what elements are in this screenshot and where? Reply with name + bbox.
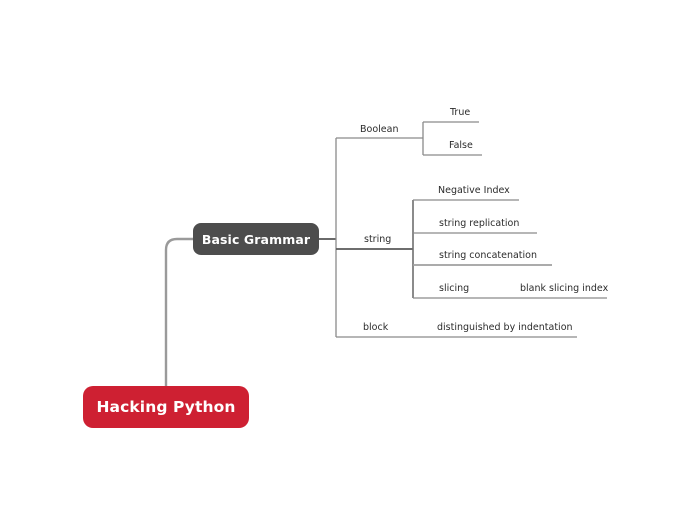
node-root-hacking-python[interactable]: Hacking Python	[83, 386, 249, 428]
node-branch-string-label: string	[364, 234, 392, 245]
node-leaf-string-replication[interactable]: string replication	[439, 218, 519, 230]
node-branch-block-label: block	[363, 322, 389, 333]
node-main-basic-grammar[interactable]: Basic Grammar	[193, 223, 319, 255]
node-leaf-slicing[interactable]: slicing	[439, 283, 469, 295]
node-branch-string[interactable]: string	[364, 234, 391, 246]
node-branch-block[interactable]: block	[363, 322, 388, 334]
node-leaf-false[interactable]: False	[449, 140, 473, 152]
node-branch-boolean-label: Boolean	[360, 124, 399, 135]
node-leaf-negative-index[interactable]: Negative Index	[438, 185, 510, 197]
node-leaf-distinguished-by-indentation-label: distinguished by indentation	[437, 322, 573, 333]
node-main-label: Basic Grammar	[201, 231, 311, 247]
wire-root-to-main	[164, 237, 193, 386]
node-leaf-negative-index-label: Negative Index	[438, 185, 510, 196]
node-leaf-blank-slicing-index[interactable]: blank slicing index	[520, 283, 608, 295]
node-leaf-string-replication-label: string replication	[439, 218, 520, 229]
node-leaf-true[interactable]: True	[450, 107, 470, 119]
node-root-label: Hacking Python	[96, 398, 236, 416]
node-leaf-blank-slicing-index-label: blank slicing index	[520, 283, 609, 294]
node-leaf-slicing-label: slicing	[439, 283, 470, 294]
node-leaf-string-concatenation-label: string concatenation	[439, 250, 538, 261]
node-leaf-distinguished-by-indentation[interactable]: distinguished by indentation	[437, 322, 573, 334]
node-branch-boolean[interactable]: Boolean	[360, 124, 398, 136]
node-leaf-true-label: True	[450, 107, 471, 118]
node-leaf-false-label: False	[449, 140, 473, 151]
node-leaf-string-concatenation[interactable]: string concatenation	[439, 250, 537, 262]
